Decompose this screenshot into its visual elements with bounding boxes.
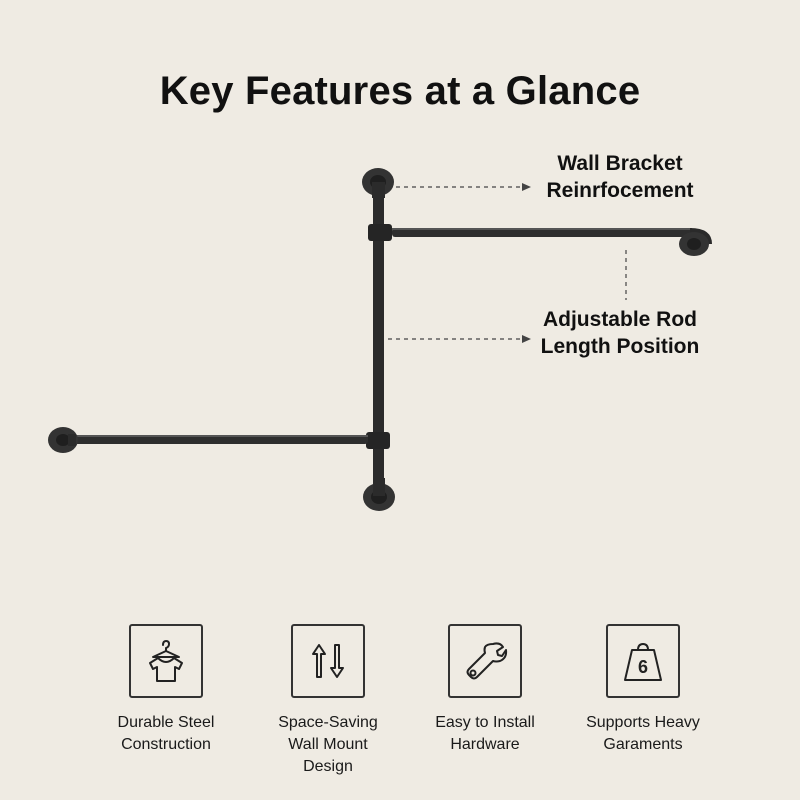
lower-rod: [70, 435, 368, 444]
lower-tee: [366, 432, 390, 449]
feature-label-line: Supports Heavy: [586, 714, 700, 731]
feature-label-line: Hardware: [450, 736, 520, 753]
feature-supports-heavy: 6 Supports Heavy Garaments: [563, 624, 723, 756]
upper-rod: [392, 228, 692, 237]
feature-label-line: Garaments: [603, 736, 683, 753]
leader-arrow-bracket: [522, 183, 531, 191]
feature-space-saving: Space-Saving Wall Mount Design: [248, 624, 408, 778]
vertical-pipe: [373, 190, 384, 488]
wrench-icon: [448, 624, 522, 698]
t-shirt-hanger-icon: [129, 624, 203, 698]
feature-label: Supports Heavy Garaments: [563, 712, 723, 756]
feature-label: Space-Saving Wall Mount Design: [248, 712, 408, 778]
weight-value: 6: [638, 657, 648, 677]
page-title: Key Features at a Glance: [159, 68, 641, 113]
feature-label-line: Wall Mount: [288, 736, 368, 753]
feature-label-line: Space-Saving: [278, 714, 378, 731]
top-wall-flange: [362, 168, 394, 198]
callout-line: Reinrfocement: [546, 179, 694, 202]
leader-arrow-rod: [522, 335, 531, 343]
feature-label-line: Design: [303, 758, 353, 775]
callout-wall-bracket: Wall Bracket Reinrfocement: [520, 150, 720, 204]
callout-line: Adjustable Rod: [542, 308, 697, 331]
feature-label-line: Easy to Install: [435, 714, 535, 731]
right-wall-flange: [679, 232, 709, 256]
feature-easy-install: Easy to Install Hardware: [405, 624, 565, 756]
feature-label: Durable Steel Construction: [86, 712, 246, 756]
bottom-wall-flange: [363, 478, 395, 511]
feature-label: Easy to Install Hardware: [405, 712, 565, 756]
up-down-arrows-icon: [291, 624, 365, 698]
callout-adjustable-rod: Adjustable Rod Length Position: [520, 306, 720, 360]
callout-line: Length Position: [540, 335, 700, 358]
feature-label-line: Durable Steel: [117, 714, 215, 731]
callout-line: Wall Bracket: [557, 152, 683, 175]
upper-tee: [368, 224, 392, 241]
weight-6-icon: 6: [606, 624, 680, 698]
feature-durable-steel: Durable Steel Construction: [86, 624, 246, 756]
left-wall-flange: [48, 427, 78, 453]
feature-label-line: Construction: [121, 736, 211, 753]
